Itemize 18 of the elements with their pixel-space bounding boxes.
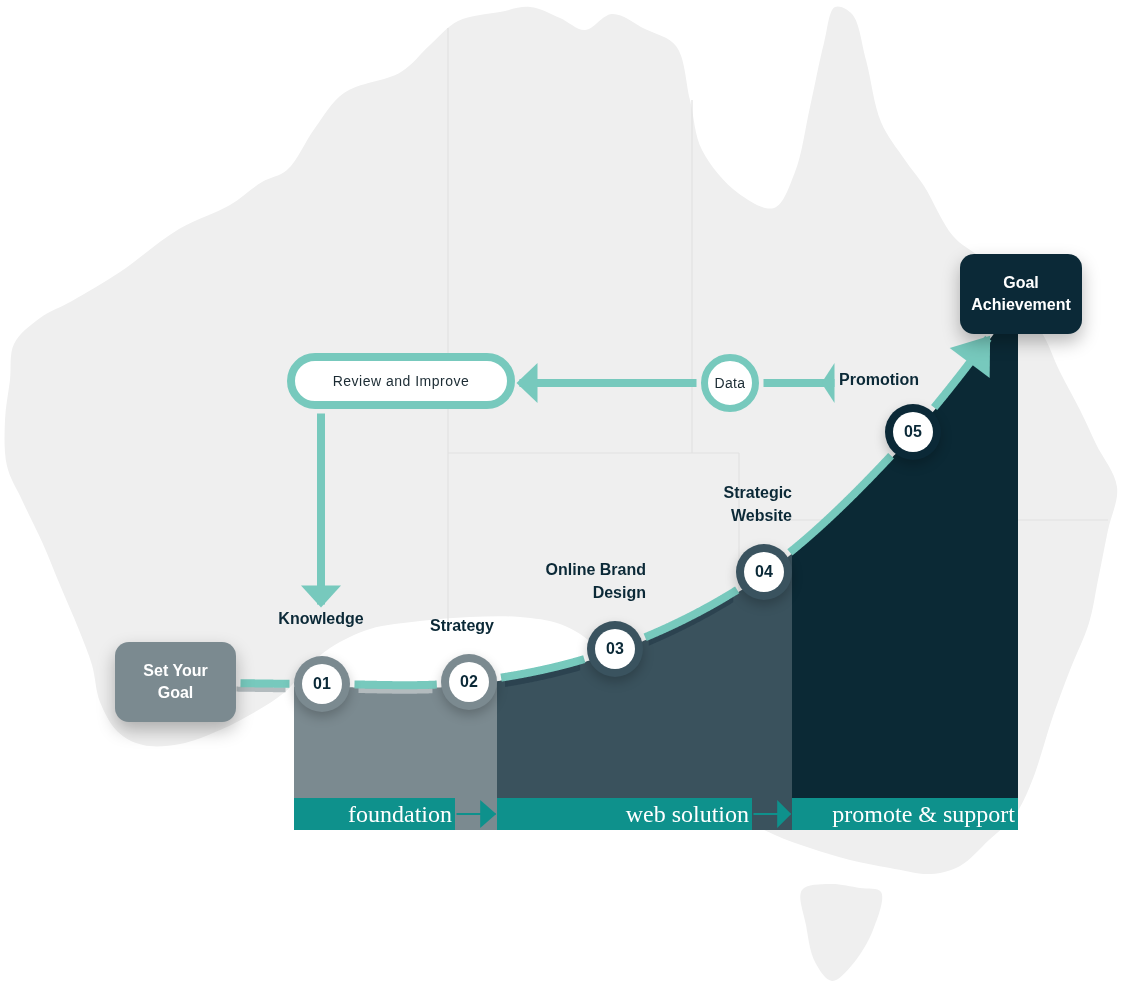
connector-line bbox=[237, 679, 293, 688]
process-box: Goal Achievement bbox=[960, 254, 1082, 334]
step-label: Knowledge bbox=[278, 609, 364, 629]
phase-bar: web solution bbox=[497, 798, 752, 830]
step-label: Promotion bbox=[839, 370, 919, 390]
connector-line bbox=[641, 586, 741, 642]
step-label: Online Brand Design bbox=[544, 560, 646, 603]
connector-line bbox=[763, 363, 835, 403]
chevron-arrow bbox=[752, 800, 792, 828]
chevron-arrow bbox=[455, 800, 497, 828]
process-pill: Review and Improve bbox=[287, 353, 515, 409]
step-label: Strategy bbox=[430, 616, 494, 636]
arrow bbox=[930, 334, 992, 412]
process-box: Set Your Goal bbox=[115, 642, 236, 722]
phase-bar: foundation bbox=[294, 798, 455, 830]
step-label: Strategic Website bbox=[722, 483, 792, 526]
phase-bar: promote & support bbox=[792, 798, 1018, 830]
connector-line bbox=[786, 452, 895, 557]
